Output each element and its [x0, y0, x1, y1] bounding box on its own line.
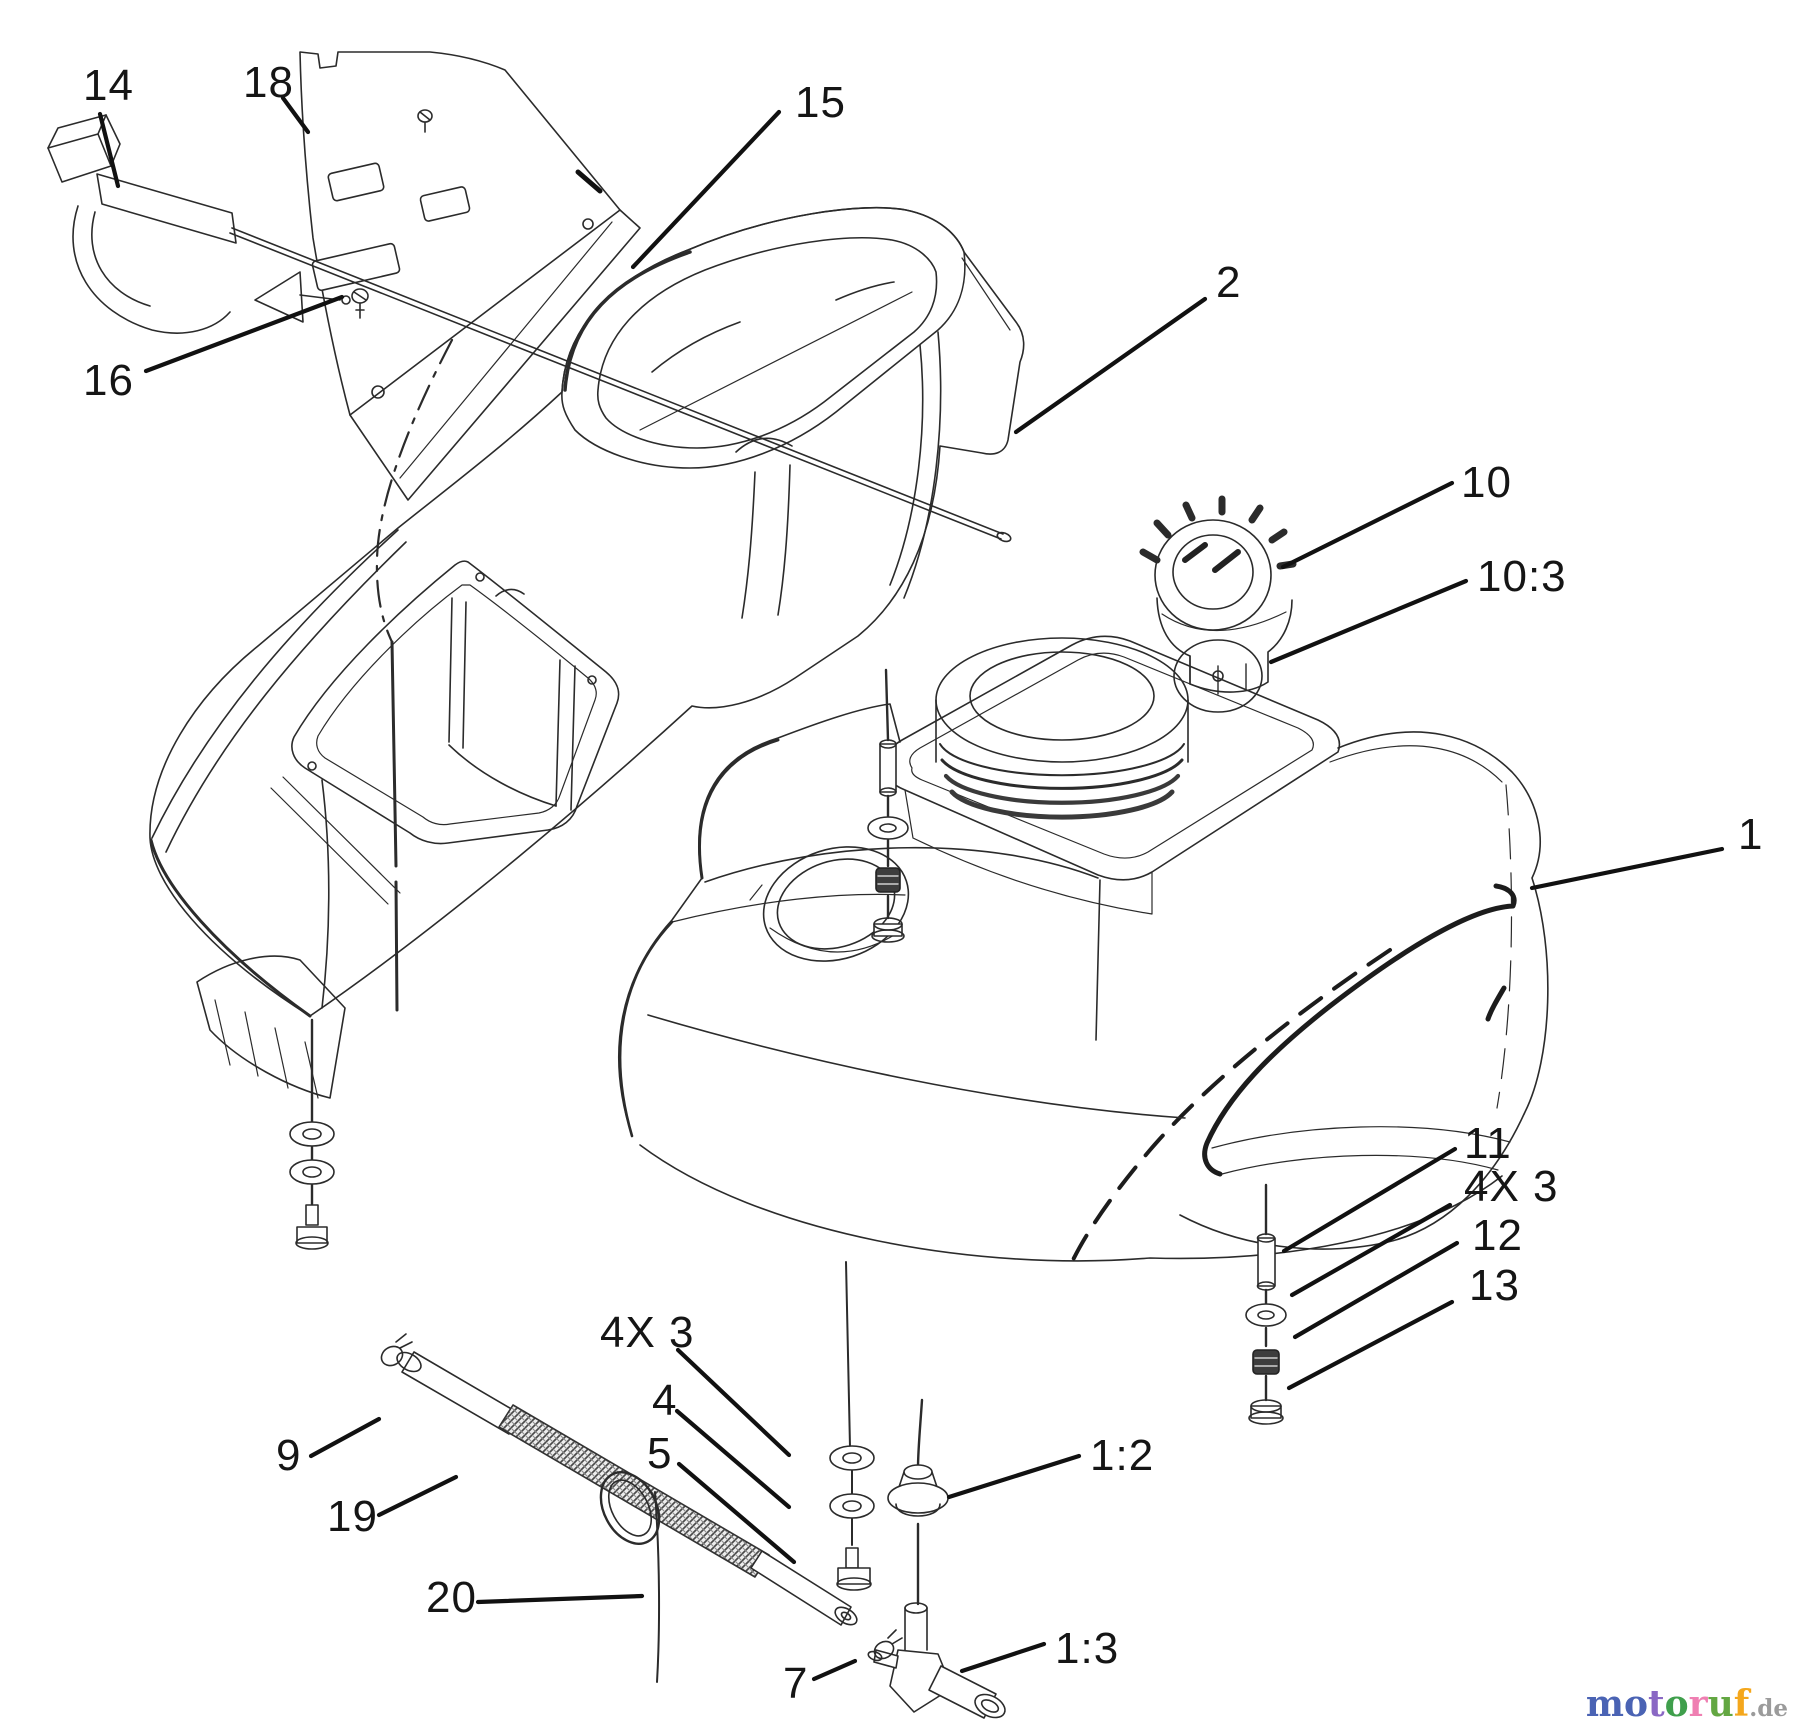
- callout-14: 14: [83, 61, 134, 110]
- watermark-letter: m: [1585, 1683, 1624, 1725]
- plate-slot: [311, 242, 401, 292]
- watermark-letter: u: [1707, 1683, 1734, 1725]
- callout-3-left: 4X 3: [600, 1308, 695, 1357]
- callout-1-2: 1:2: [1090, 1431, 1155, 1480]
- callout-16: 16: [83, 356, 134, 405]
- mounting-plate: [299, 51, 641, 501]
- interlock-switch: [47, 114, 237, 334]
- leader-3-left: [675, 1347, 792, 1458]
- leader-7: [811, 1658, 858, 1682]
- leader-13: [1286, 1299, 1455, 1391]
- fastener-stack-tank-right: [1245, 1183, 1287, 1425]
- leader-3-right: [1289, 1202, 1453, 1298]
- callout-10: 10: [1461, 458, 1512, 507]
- console-grille: [196, 955, 346, 1099]
- callout-18: 18: [243, 58, 294, 107]
- fastener-stack-console-front: [289, 1018, 335, 1250]
- callout-13: 13: [1469, 1261, 1520, 1310]
- tank-side-hole: [749, 846, 910, 962]
- plate-hole: [371, 385, 385, 399]
- tank-dashed-accent: [1070, 948, 1392, 1264]
- bolt-icon: [295, 1204, 329, 1250]
- callout-4: 4: [652, 1376, 678, 1425]
- plate-slot: [419, 186, 471, 222]
- leader-12: [1292, 1240, 1460, 1340]
- plate-screw-icon: [417, 109, 433, 133]
- centerline: [390, 640, 399, 1012]
- leader-19: [376, 1474, 459, 1518]
- leader-5: [676, 1461, 797, 1565]
- hose-braided-sleeve: [498, 1404, 770, 1578]
- leader-1: [1529, 846, 1725, 891]
- leader-18: [280, 95, 311, 135]
- fuel-tank: [617, 635, 1549, 1264]
- leader-14: [97, 111, 121, 189]
- fuel-line-grommet: [887, 1398, 949, 1606]
- cable-tie: [599, 1471, 661, 1683]
- hose-tube-bottom: [750, 1550, 852, 1626]
- callout-5: 5: [647, 1429, 673, 1478]
- callout-9: 9: [276, 1431, 302, 1480]
- callout-19: 19: [327, 1492, 378, 1541]
- leader-1-2: [946, 1453, 1082, 1500]
- callout-2: 2: [1216, 258, 1242, 307]
- fastener-stack-console-mid: [867, 668, 909, 943]
- leader-4: [674, 1408, 792, 1510]
- callout-11: 11: [1464, 1119, 1512, 1168]
- leader-11: [1281, 1146, 1458, 1254]
- plate-hole: [582, 218, 594, 230]
- watermark-letter: o: [1664, 1683, 1689, 1725]
- plate-screw-icon: [351, 288, 369, 319]
- leader-10-3: [1268, 578, 1469, 665]
- callout-leader-lines: [97, 95, 1725, 1682]
- callout-3-right: 4X 3: [1464, 1162, 1559, 1211]
- callout-20: 20: [426, 1573, 477, 1622]
- watermark-letter: f: [1733, 1683, 1750, 1725]
- watermark-suffix: .de: [1749, 1695, 1788, 1722]
- console-housing: [149, 206, 1025, 1099]
- watermark-letter: o: [1623, 1683, 1648, 1725]
- callout-1: 1: [1738, 810, 1764, 859]
- watermark-letter: r: [1688, 1683, 1708, 1725]
- callout-12: 12: [1472, 1211, 1523, 1260]
- plate-slot: [327, 162, 385, 202]
- fuel-shutoff-valve: [867, 1602, 1006, 1719]
- tank-filler-neck: [935, 637, 1189, 820]
- callout-10-3: 10:3: [1477, 552, 1567, 601]
- fuel-hose-assembly: [380, 1333, 858, 1683]
- callout-15: 15: [795, 78, 846, 127]
- leader-9: [308, 1416, 382, 1459]
- leader-16: [143, 294, 345, 374]
- callout-7: 7: [783, 1659, 809, 1708]
- tank-edge-accent: [1202, 883, 1517, 1177]
- hose-clamp-icon-top: [380, 1333, 413, 1367]
- fuel-cap: [1139, 495, 1297, 695]
- motoruf-watermark: motoruf.de: [1586, 1686, 1788, 1722]
- watermark-letter: t: [1647, 1683, 1665, 1725]
- leader-20: [475, 1593, 645, 1605]
- flange-nut-icon: [1248, 1399, 1284, 1425]
- bolt-icon: [836, 1547, 872, 1591]
- leader-2: [1013, 296, 1208, 435]
- fuel-cap-gasket: [1173, 639, 1263, 713]
- flange-nut-icon: [871, 917, 905, 943]
- actuator-rod: [229, 227, 1012, 543]
- hose-clamp-icon-bottom: [873, 1629, 903, 1660]
- callout-1-3: 1:3: [1055, 1624, 1120, 1673]
- leader-1-3: [959, 1641, 1047, 1674]
- leader-15: [630, 109, 782, 270]
- fastener-stack-tank-front: [829, 1261, 875, 1591]
- centerline: [375, 338, 454, 644]
- tank-filler-boss: [886, 635, 1341, 915]
- console-top-tray: [561, 206, 966, 469]
- console-bin-opening: [291, 560, 620, 845]
- leader-10: [1280, 480, 1455, 570]
